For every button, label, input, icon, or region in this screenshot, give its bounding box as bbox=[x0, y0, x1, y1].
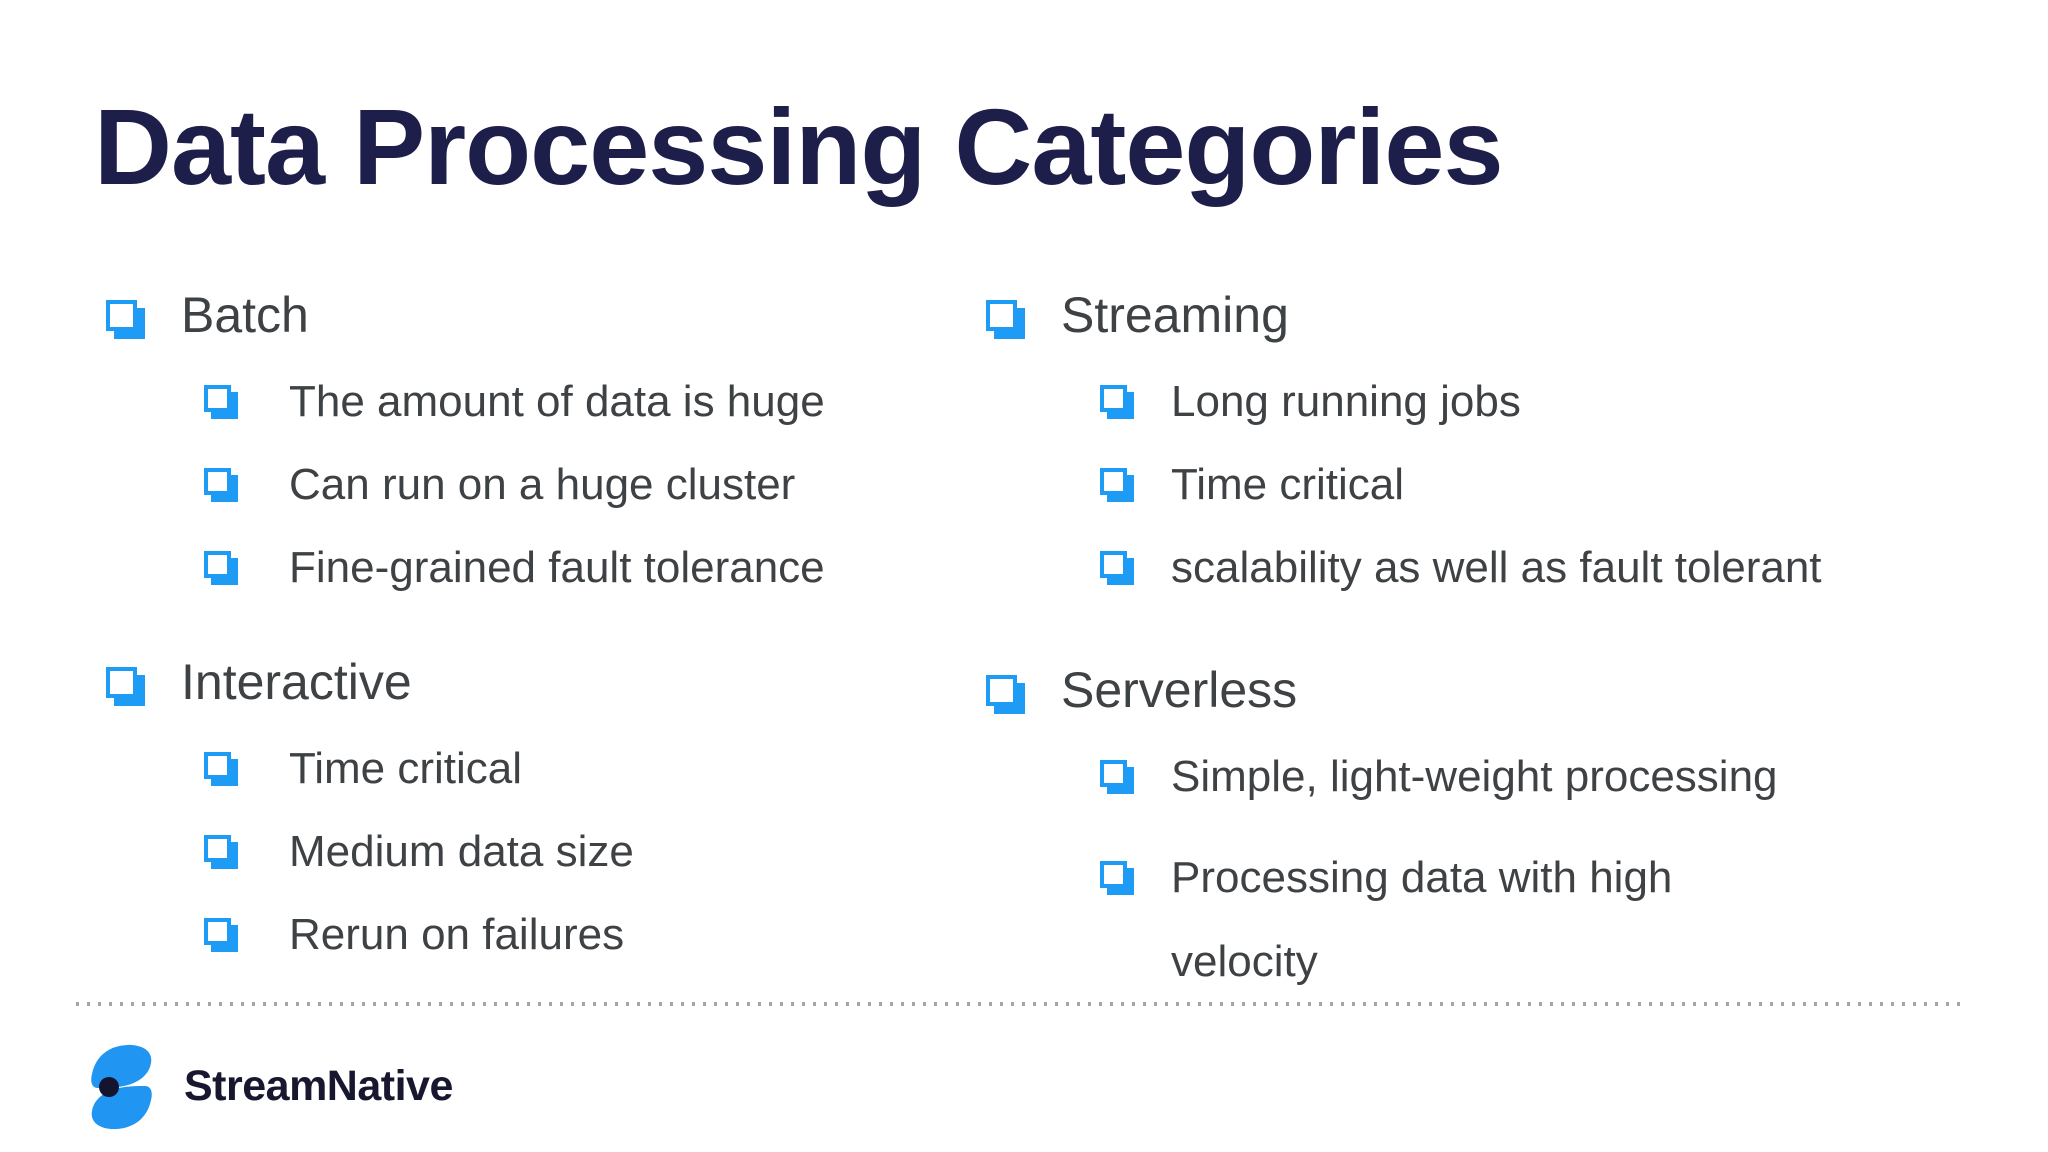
list-header-label: Streaming bbox=[1061, 287, 1289, 343]
checkbox-bullet-icon bbox=[106, 299, 137, 331]
checkbox-bullet-icon bbox=[986, 674, 1017, 706]
list-item: Time critical bbox=[986, 461, 1822, 509]
list-header-interactive: Interactive bbox=[106, 654, 634, 710]
list-item-text: Processing data with high velocity bbox=[1171, 853, 1673, 986]
checkbox-bullet-icon bbox=[204, 385, 231, 412]
checkbox-bullet-icon bbox=[1100, 861, 1127, 888]
list-item: scalability as well as fault tolerant bbox=[986, 544, 1822, 592]
list-item: Simple, light-weight processing bbox=[986, 753, 1778, 801]
checkbox-bullet-icon bbox=[1100, 551, 1127, 578]
list-items-interactive: Time critical Medium data size Rerun on … bbox=[106, 745, 634, 959]
streamnative-logo: StreamNative bbox=[86, 1042, 453, 1130]
list-item-text: Medium data size bbox=[289, 827, 634, 876]
list-item: Medium data size bbox=[106, 828, 634, 876]
list-item: Fine-grained fault tolerance bbox=[106, 544, 825, 592]
list-item-text: Time critical bbox=[1171, 460, 1405, 509]
checkbox-bullet-icon bbox=[204, 835, 231, 862]
section-interactive: Interactive Time critical Medium data si… bbox=[106, 654, 634, 994]
section-streaming: Streaming Long running jobs Time critica… bbox=[986, 287, 1822, 627]
list-item-text: Time critical bbox=[289, 744, 523, 793]
list-item-text: scalability as well as fault tolerant bbox=[1171, 543, 1822, 592]
list-item: Processing data with high velocity bbox=[986, 836, 1778, 1004]
checkbox-bullet-icon bbox=[204, 752, 231, 779]
list-item-text: The amount of data is huge bbox=[289, 377, 825, 426]
list-item: Time critical bbox=[106, 745, 634, 793]
logo-wordmark: StreamNative bbox=[184, 1061, 453, 1110]
checkbox-bullet-icon bbox=[204, 551, 231, 578]
checkbox-bullet-icon bbox=[986, 299, 1017, 331]
checkbox-bullet-icon bbox=[1100, 385, 1127, 412]
list-item-text: Long running jobs bbox=[1171, 377, 1521, 426]
checkbox-bullet-icon bbox=[204, 468, 231, 495]
checkbox-bullet-icon bbox=[1100, 468, 1127, 495]
list-header-streaming: Streaming bbox=[986, 287, 1822, 343]
list-items-streaming: Long running jobs Time critical scalabil… bbox=[986, 378, 1822, 592]
list-items-serverless: Simple, light-weight processing Processi… bbox=[986, 753, 1778, 1004]
list-item: Long running jobs bbox=[986, 378, 1822, 426]
streamnative-mark-icon bbox=[91, 1044, 152, 1130]
list-item-text: Simple, light-weight processing bbox=[1171, 752, 1778, 801]
dotted-divider bbox=[76, 1002, 1966, 1006]
checkbox-bullet-icon bbox=[1100, 760, 1127, 787]
list-item-text: Fine-grained fault tolerance bbox=[289, 543, 825, 592]
checkbox-bullet-icon bbox=[204, 918, 231, 945]
list-item: Rerun on failures bbox=[106, 911, 634, 959]
list-header-serverless: Serverless bbox=[986, 662, 1778, 718]
page-title: Data Processing Categories bbox=[94, 86, 1504, 207]
section-serverless: Serverless Simple, light-weight processi… bbox=[986, 662, 1778, 1039]
list-header-label: Serverless bbox=[1061, 662, 1298, 718]
list-item-text: Rerun on failures bbox=[289, 910, 625, 959]
list-header-label: Interactive bbox=[181, 654, 412, 710]
list-item: Can run on a huge cluster bbox=[106, 461, 825, 509]
list-item-text: Can run on a huge cluster bbox=[289, 460, 796, 509]
list-header-label: Batch bbox=[181, 287, 309, 343]
list-items-batch: The amount of data is huge Can run on a … bbox=[106, 378, 825, 592]
checkbox-bullet-icon bbox=[106, 666, 137, 698]
section-batch: Batch The amount of data is huge Can run… bbox=[106, 287, 825, 627]
list-header-batch: Batch bbox=[106, 287, 825, 343]
list-item: The amount of data is huge bbox=[106, 378, 825, 426]
